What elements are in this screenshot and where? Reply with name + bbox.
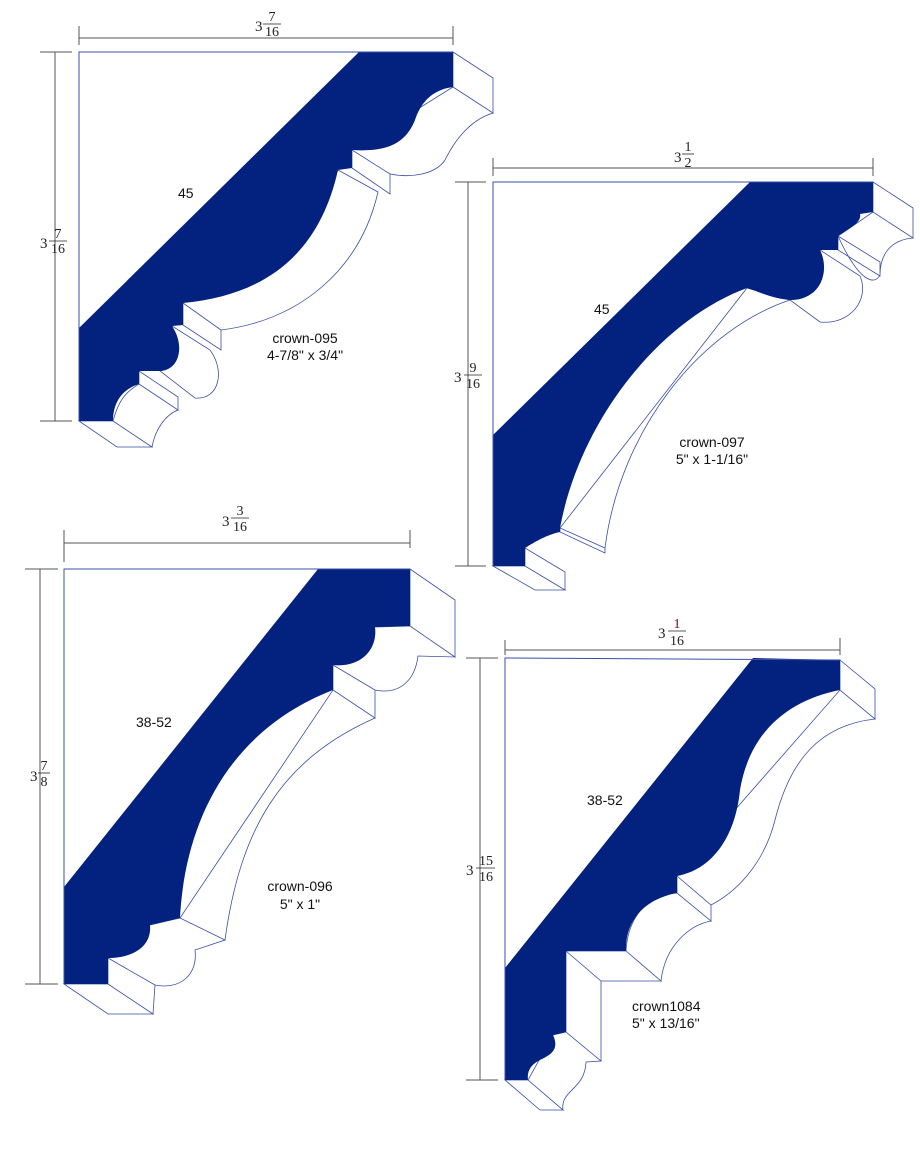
svg-text:3: 3 (658, 626, 666, 642)
angle-label: 45 (178, 185, 194, 201)
svg-text:16: 16 (466, 377, 480, 392)
svg-text:7: 7 (269, 10, 276, 25)
svg-text:9: 9 (470, 361, 477, 376)
molding-size: 5" x 1-1/16" (676, 451, 748, 467)
width-dimension-line (63, 530, 411, 562)
profile-3d-edge (503, 659, 876, 1112)
height-dimension-line (455, 181, 486, 567)
svg-text:16: 16 (233, 520, 247, 535)
svg-text:3: 3 (454, 370, 462, 386)
molding-name: crown1084 (632, 998, 701, 1014)
height-dimension-value: 3 7 16 (40, 227, 67, 257)
height-dimension-value: 3 15 16 (466, 854, 495, 885)
angle-label: 38-52 (587, 792, 623, 808)
svg-text:16: 16 (265, 25, 279, 40)
profile-section (493, 182, 873, 566)
width-dimension-line (504, 638, 841, 655)
molding-crown-095: 45 crown-095 4-7/8" x 3/4" 3 7 16 3 7 16 (40, 10, 494, 448)
reference-frame (78, 51, 453, 421)
height-dimension-line (25, 568, 58, 985)
reference-frame (504, 657, 841, 1080)
svg-text:2: 2 (685, 156, 692, 171)
molding-size: 5" x 13/16" (632, 1015, 700, 1031)
profile-section (79, 52, 453, 421)
svg-text:3: 3 (466, 863, 474, 879)
width-dimension-value: 3 3 16 (222, 504, 249, 535)
reference-frame (63, 568, 410, 984)
width-dimension-value: 3 1 16 (658, 617, 686, 649)
molding-crown-097: 45 crown-097 5" x 1-1/16" 3 1 2 3 9 16 (454, 140, 915, 591)
width-dimension-value: 3 7 16 (255, 10, 281, 40)
svg-text:8: 8 (41, 775, 48, 790)
svg-text:1: 1 (685, 140, 692, 155)
molding-name: crown-096 (267, 878, 333, 894)
width-dimension-line (78, 26, 454, 45)
height-dimension-value: 3 9 16 (454, 361, 482, 392)
svg-text:16: 16 (51, 242, 65, 257)
height-dimension-line (466, 657, 498, 1081)
svg-text:7: 7 (41, 759, 48, 774)
svg-text:16: 16 (479, 870, 493, 885)
profile-section (505, 658, 840, 1080)
profile-section (64, 569, 410, 984)
svg-text:3: 3 (30, 769, 38, 785)
molding-name: crown-097 (679, 434, 745, 450)
width-dimension-value: 3 1 2 (674, 140, 694, 171)
svg-text:3: 3 (222, 514, 230, 530)
angle-label: 45 (594, 301, 610, 317)
molding-crown-096: 38-52 crown-096 5" x 1" 3 3 16 3 7 8 (25, 504, 457, 1015)
profile-3d-edge (62, 568, 457, 1015)
svg-text:16: 16 (670, 634, 684, 649)
svg-text:3: 3 (674, 150, 682, 166)
molding-crown1084: 38-52 crown1084 5" x 13/16" 3 1 16 3 15 … (466, 617, 876, 1112)
svg-text:3: 3 (255, 19, 263, 35)
angle-label: 38-52 (136, 714, 172, 730)
svg-text:3: 3 (40, 236, 48, 252)
molding-size: 4-7/8" x 3/4" (267, 347, 343, 363)
molding-name: crown-095 (272, 330, 338, 346)
svg-text:15: 15 (479, 854, 493, 869)
height-dimension-value: 3 7 8 (30, 759, 50, 790)
svg-text:1: 1 (674, 617, 681, 632)
svg-text:3: 3 (237, 504, 244, 519)
width-dimension-line (492, 158, 874, 176)
molding-size: 5" x 1" (280, 896, 320, 912)
svg-text:7: 7 (55, 227, 62, 242)
height-dimension-line (40, 51, 72, 422)
reference-frame (492, 181, 873, 566)
